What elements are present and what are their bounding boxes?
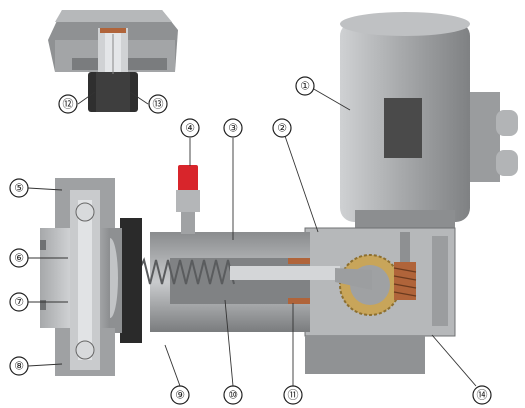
callout-10: ⑩ (223, 385, 243, 405)
callout-2-label: ② (277, 122, 287, 135)
callout-11: ⑪ (283, 385, 303, 405)
callout-5-label: ⑤ (14, 182, 24, 195)
callout-3: ③ (223, 118, 243, 138)
callout-4-label: ④ (185, 122, 195, 135)
callout-3-label: ③ (228, 122, 238, 135)
leader-lines (27, 87, 477, 387)
callout-13: ⑬ (148, 94, 168, 114)
callout-7-label: ⑦ (14, 296, 24, 309)
callout-13-label: ⑬ (153, 98, 164, 111)
callout-6-label: ⑥ (14, 252, 24, 265)
callout-1-label: ① (300, 80, 310, 93)
callout-1: ① (295, 76, 315, 96)
callout-4: ④ (180, 118, 200, 138)
callout-8: ⑧ (9, 356, 29, 376)
callout-14-label: ⑭ (477, 389, 488, 402)
inset-valve-detail (48, 10, 178, 112)
gearbox-housing (304, 227, 456, 374)
callout-2: ② (272, 118, 292, 138)
callout-14: ⑭ (472, 385, 492, 405)
callout-12: ⑫ (58, 94, 78, 114)
callout-12-label: ⑫ (63, 98, 74, 111)
callout-8-label: ⑧ (14, 360, 24, 373)
pump-head (40, 178, 115, 376)
callout-6: ⑥ (9, 248, 29, 268)
vent-valve (176, 165, 200, 234)
callout-11-label: ⑪ (288, 389, 299, 402)
drive-cylinder (137, 232, 372, 332)
diaphragm-flange (102, 218, 142, 343)
callout-10-label: ⑩ (228, 389, 238, 402)
callout-7: ⑦ (9, 292, 29, 312)
callout-9-label: ⑨ (175, 389, 185, 402)
callout-9: ⑨ (170, 385, 190, 405)
callout-5: ⑤ (9, 178, 29, 198)
motor (340, 12, 518, 230)
